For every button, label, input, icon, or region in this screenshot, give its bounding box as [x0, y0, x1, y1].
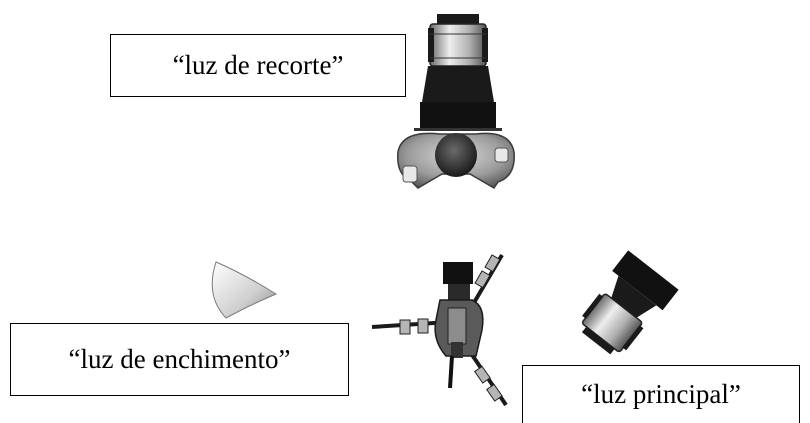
- back-light-spotlight-icon: [414, 14, 502, 131]
- fill-light-label: “luz de enchimento”: [10, 323, 349, 396]
- key-light-label: “luz principal”: [522, 365, 800, 423]
- subject-person-top-view-icon: [397, 132, 515, 190]
- fill-light-soft-reflector-icon: [211, 261, 278, 319]
- camera-tripod-icon: [371, 253, 508, 407]
- back-light-label: “luz de recorte”: [110, 34, 406, 97]
- key-light-spotlight-icon: [581, 250, 679, 355]
